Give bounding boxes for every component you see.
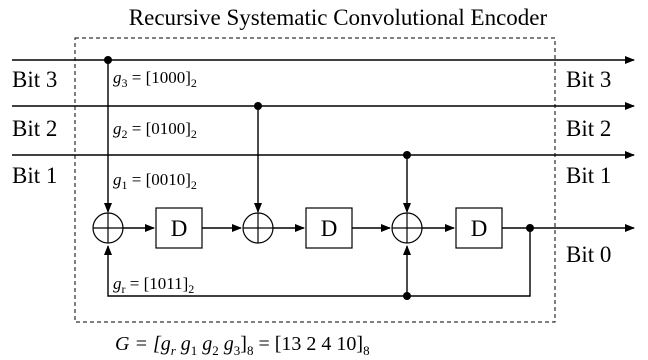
diagram-title: Recursive Systematic Convolutional Encod… [129, 5, 548, 30]
delay-label-3: D [471, 216, 488, 241]
poly-label-g1: g1 = [0010]2 [113, 170, 197, 192]
output-label-bit0: Bit 0 [566, 242, 611, 267]
output-label-bit2: Bit 2 [566, 116, 611, 141]
delay-label-1: D [171, 216, 188, 241]
poly-label-g2: g2 = [0100]2 [113, 119, 197, 141]
output-label-bit1: Bit 1 [566, 163, 611, 188]
xor-adder-1 [92, 212, 124, 244]
xor-adder-2 [242, 212, 274, 244]
input-label-bit2: Bit 2 [12, 116, 57, 141]
delay-register-3 [455, 207, 503, 249]
encoder-boundary [74, 37, 556, 323]
input-label-bit1: Bit 1 [12, 163, 57, 188]
xor-adder-3 [391, 212, 423, 244]
delay-register-2 [305, 207, 353, 249]
input-label-bit3: Bit 3 [12, 67, 57, 92]
delay-label-2: D [321, 216, 338, 241]
output-label-bit3: Bit 3 [566, 67, 611, 92]
poly-label-g3: g3 = [1000]2 [113, 68, 197, 90]
generator-equation: G = [gr g1 g2 g3]8 = [13 2 4 10]8 [115, 333, 370, 358]
feedback-path [104, 228, 531, 297]
poly-label-gr: gr = [1011]2 [113, 274, 194, 296]
